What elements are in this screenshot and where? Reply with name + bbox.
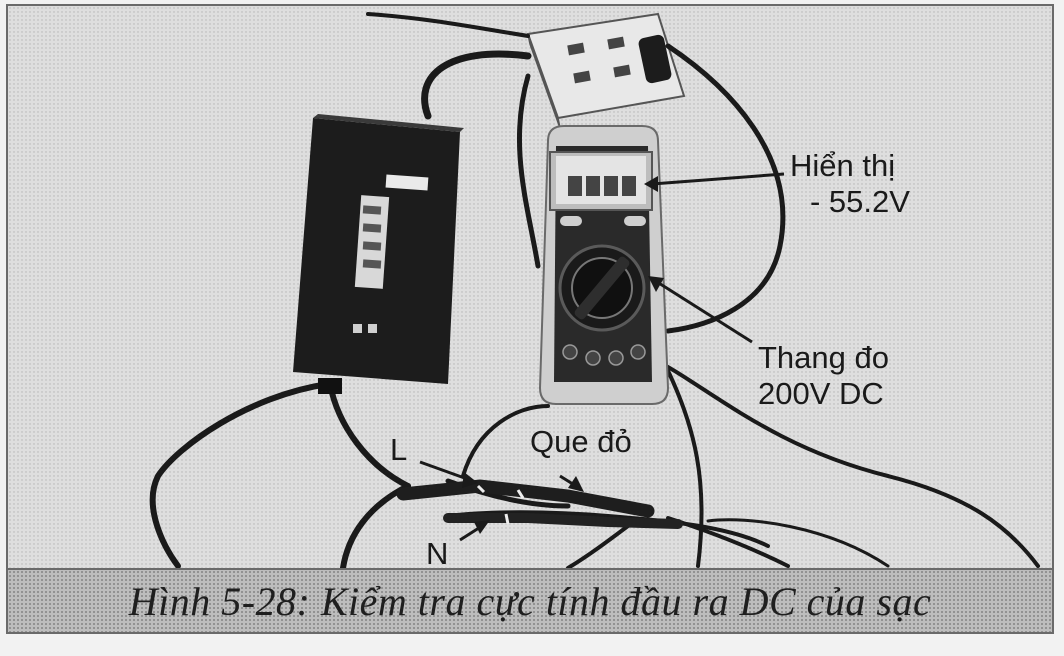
figure-frame: Hiển thị - 55.2V Thang đo 200V DC Que đỏ… — [6, 4, 1054, 634]
red-probe-label: Que đỏ — [530, 424, 632, 459]
probe-red — [396, 479, 655, 518]
annotation-arrows — [419, 172, 785, 542]
display-label-line-1: Hiển thị — [790, 148, 896, 183]
display-label-line-2: - 55.2V — [810, 184, 910, 219]
photo — [8, 6, 1052, 568]
range-label-line-2: 200V DC — [758, 376, 884, 411]
multimeter-icon — [538, 125, 670, 405]
range-label: Thang đo 200V DC — [758, 340, 889, 412]
terminal-n-label: N — [426, 536, 449, 571]
power-strip-icon — [526, 12, 686, 129]
display-label: Hiển thị - 55.2V — [790, 148, 910, 220]
terminal-l-label: L — [390, 432, 408, 467]
charger-box-icon — [293, 114, 464, 394]
caption-bar: Hình 5-28: Kiểm tra cực tính đầu ra DC c… — [8, 568, 1052, 632]
probe-black — [443, 513, 683, 529]
cables — [149, 12, 1040, 568]
range-label-line-1: Thang đo — [758, 340, 889, 375]
figure-caption: Hình 5-28: Kiểm tra cực tính đầu ra DC c… — [128, 578, 932, 624]
